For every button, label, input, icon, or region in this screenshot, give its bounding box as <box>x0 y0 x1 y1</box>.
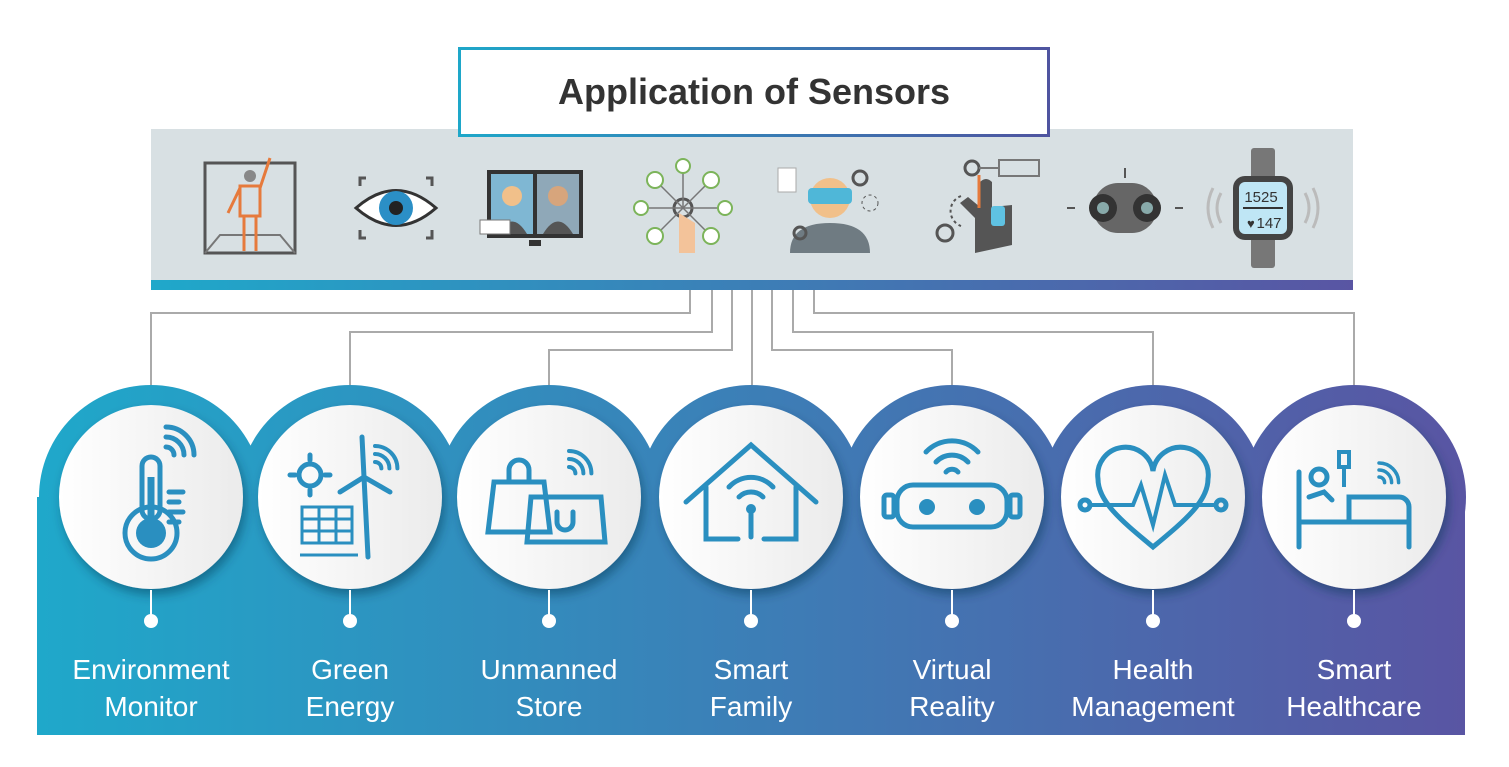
icon-circle <box>659 405 843 589</box>
label-line1: Health <box>1112 654 1194 685</box>
pointer-dot <box>144 614 158 628</box>
application-smart-healthcare <box>1262 405 1446 628</box>
pointer-dot <box>1146 614 1160 628</box>
thermometer-icon <box>122 424 197 562</box>
label-line2: Monitor <box>104 691 198 722</box>
icon-circle <box>258 405 442 589</box>
label-line2: Healthcare <box>1286 691 1422 722</box>
application-health-management <box>1061 405 1245 628</box>
label-line1: Smart <box>1316 654 1392 685</box>
label-line1: Smart <box>713 654 789 685</box>
label-line2: Management <box>1071 691 1235 722</box>
pointer-dot <box>945 614 959 628</box>
connector-line <box>771 290 953 385</box>
label-line1: Green <box>311 654 389 685</box>
icon-band <box>151 129 1353 290</box>
icon-circle <box>860 405 1044 589</box>
connector-line <box>813 290 1355 385</box>
vr-headset-icon <box>881 438 1023 530</box>
connector-line <box>548 290 733 385</box>
label-line1: Environment <box>72 654 230 685</box>
label-line1: Unmanned <box>480 654 618 685</box>
wind-solar-icon <box>287 434 400 560</box>
label-line2: Reality <box>909 691 995 722</box>
shopping-bag-icon <box>485 448 608 545</box>
application-green-energy <box>258 405 442 628</box>
connector-line <box>150 290 691 385</box>
icon-circle <box>1061 405 1245 589</box>
application-virtual-reality <box>860 405 1044 628</box>
360-camera-icon <box>1067 168 1183 233</box>
motion-capture-icon <box>203 157 297 255</box>
pointer-dot <box>744 614 758 628</box>
label-line2: Energy <box>305 691 395 722</box>
smart-home-icon <box>683 441 819 542</box>
heart-pulse-icon <box>1077 444 1229 551</box>
eye-scan-icon <box>353 176 439 240</box>
application-smart-family <box>659 405 843 628</box>
video-call-icon <box>479 170 583 246</box>
label-line2: Family <box>709 691 793 722</box>
touch-control-icon <box>633 158 733 253</box>
hospital-bed-icon <box>1296 450 1412 550</box>
application-unmanned-store <box>457 405 641 628</box>
vr-user-icon <box>777 167 879 253</box>
application-environment-monitor <box>59 405 243 628</box>
heart-icon: ♥ <box>1247 216 1255 231</box>
label-line2: Store <box>515 691 583 722</box>
smart-watch-icon: 1525 147♥ <box>1206 148 1320 268</box>
watch-heart-rate: 147 <box>1256 215 1281 232</box>
pointer-dot <box>1347 614 1361 628</box>
smart-glove-icon <box>935 159 1040 253</box>
connector-line <box>792 290 1154 385</box>
connector-line <box>349 290 713 385</box>
icon-band-bar <box>151 280 1353 290</box>
page-title: Application of Sensors <box>461 50 1047 134</box>
label-line1: Virtual <box>912 654 992 685</box>
watch-steps: 1525 <box>1244 189 1277 206</box>
pointer-dot <box>542 614 556 628</box>
pointer-dot <box>343 614 357 628</box>
title-box: Application of Sensors <box>458 47 1050 137</box>
